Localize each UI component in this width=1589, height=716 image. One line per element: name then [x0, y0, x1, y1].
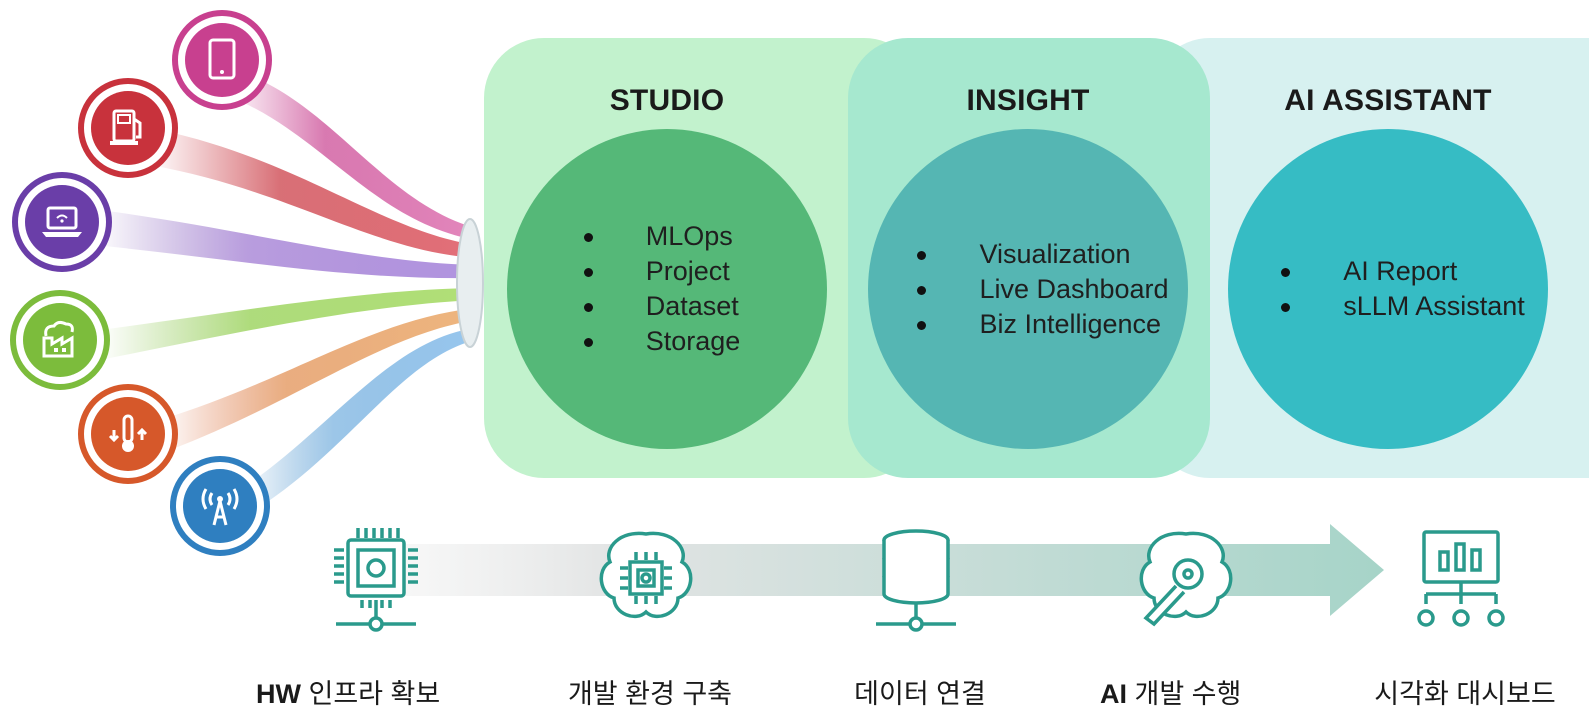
step-label-dev-env: 개발 환경 구축 — [530, 672, 770, 711]
insight-circle: Visualization Live Dashboard Biz Intelli… — [868, 129, 1188, 449]
thermometer-icon — [91, 397, 165, 471]
fuel-pump-icon — [91, 91, 165, 165]
panel-title-ai-assistant: AI ASSISTANT — [1284, 84, 1492, 117]
ai-assistant-circle: AI Report sLLM Assistant — [1228, 129, 1548, 449]
tablet-icon — [185, 23, 259, 97]
stream-thermo — [160, 308, 475, 450]
panel-title-studio: STUDIO — [609, 84, 725, 117]
list-item: MLOps — [583, 219, 741, 254]
thermometer-device — [78, 384, 178, 484]
step-label-ai-dev: AI 개발 수행 — [1100, 672, 1300, 711]
insight-feature-list: Visualization Live Dashboard Biz Intelli… — [917, 237, 1169, 342]
step-label-viz-dashboard: 시각화 대시보드 — [1350, 672, 1580, 711]
tablet-device — [172, 10, 272, 110]
chip-icon — [334, 528, 418, 632]
panel-title-insight: INSIGHT — [966, 84, 1090, 117]
stream-tablet — [225, 70, 475, 240]
list-item: Project — [583, 254, 741, 289]
dashboard-icon — [1417, 530, 1505, 627]
step-label-text: 개발 수행 — [1127, 679, 1242, 709]
stream-factory — [100, 288, 475, 360]
fuel-device — [78, 78, 178, 178]
stream-antenna — [240, 328, 475, 510]
database-icon — [876, 529, 956, 632]
step-label-text: 개발 환경 구축 — [567, 679, 733, 709]
step-label-data-connect: 데이터 연결 — [810, 672, 1030, 711]
list-item: Visualization — [917, 237, 1168, 272]
step-label-text: 데이터 연결 — [854, 679, 986, 709]
antenna-icon — [183, 469, 257, 543]
step-label-text: 인프라 확보 — [300, 679, 441, 709]
list-item: Dataset — [583, 289, 741, 324]
list-item: sLLM Assistant — [1281, 289, 1525, 324]
ai-assistant-feature-list: AI Report sLLM Assistant — [1281, 254, 1525, 324]
step-label-bold: AI — [1100, 679, 1127, 709]
stream-fuel — [150, 130, 475, 258]
factory-icon — [23, 303, 97, 377]
brain-chip-icon — [599, 531, 693, 619]
list-item: Live Dashboard — [917, 272, 1169, 307]
antenna-device — [170, 456, 270, 556]
brain-wrench-icon — [1139, 531, 1233, 627]
studio-circle: MLOps Project Dataset Storage — [507, 129, 827, 449]
laptop-icon — [25, 185, 99, 259]
stream-laptop — [95, 210, 475, 279]
list-item: Storage — [583, 324, 740, 359]
step-label-bold: HW — [256, 679, 301, 709]
step-label-text: 시각화 대시보드 — [1374, 679, 1556, 709]
list-item: AI Report — [1281, 254, 1525, 289]
studio-feature-list: MLOps Project Dataset Storage — [583, 219, 741, 359]
laptop-device — [12, 172, 112, 272]
step-label-hw-infra: HW 인프라 확보 — [256, 672, 496, 711]
list-item: Biz Intelligence — [917, 307, 1168, 342]
factory-device — [10, 290, 110, 390]
